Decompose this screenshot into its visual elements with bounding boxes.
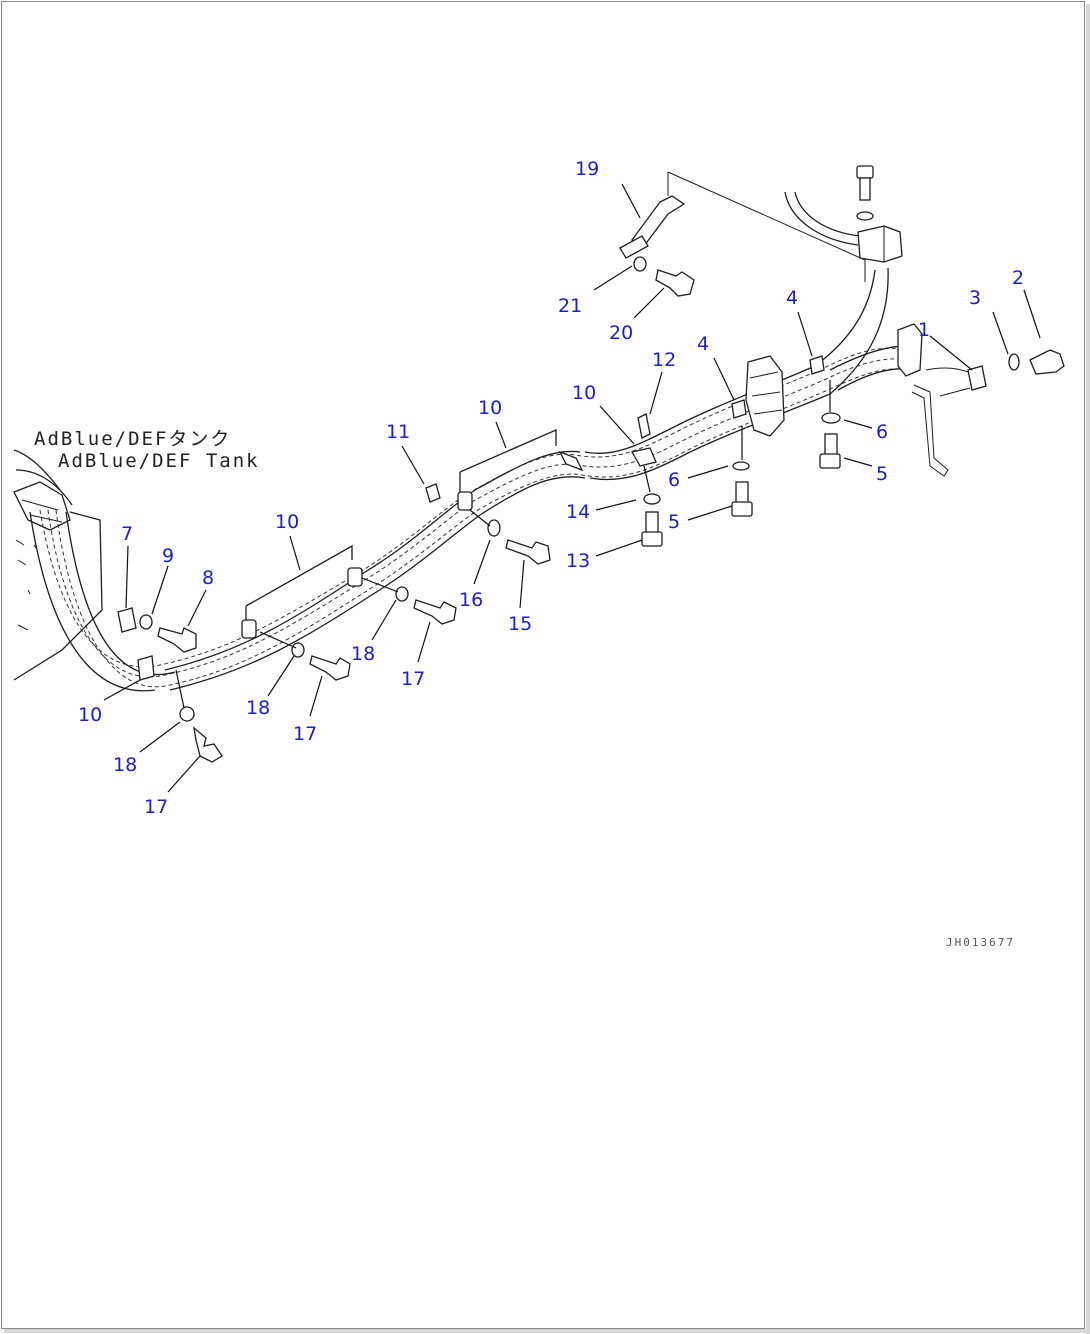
bolt-13 <box>641 493 663 547</box>
tank-label-english: AdBlue/DEF Tank <box>58 450 260 472</box>
callout-8[interactable]: 8 <box>202 567 214 589</box>
clamp-cover-long-1 <box>241 544 363 639</box>
callout-10-middle[interactable]: 10 <box>275 511 299 533</box>
callout-4-upper[interactable]: 4 <box>786 287 798 309</box>
frame-shadow-bottom <box>4 1329 1090 1333</box>
bolt-17-middle <box>291 642 351 681</box>
callout-6-right[interactable]: 6 <box>876 421 888 443</box>
callout-10-upper[interactable]: 10 <box>478 397 502 419</box>
callout-6-left[interactable]: 6 <box>668 469 680 491</box>
clamp-cover-long-2 <box>457 429 584 511</box>
callout-14[interactable]: 14 <box>566 501 590 523</box>
clamp-4 <box>731 355 987 419</box>
grommet-11-12 <box>425 413 651 503</box>
callout-16[interactable]: 16 <box>459 589 483 611</box>
callout-4-lower[interactable]: 4 <box>697 333 709 355</box>
callout-5-right[interactable]: 5 <box>876 463 888 485</box>
drawing-id: JH013677 <box>946 936 1015 949</box>
callout-1[interactable]: 1 <box>918 319 930 341</box>
callout-19[interactable]: 19 <box>575 158 599 180</box>
callout-17-left[interactable]: 17 <box>144 796 168 818</box>
callout-5-left[interactable]: 5 <box>668 511 680 533</box>
connector-block <box>745 225 981 477</box>
top-bolt <box>856 165 874 221</box>
callout-10-right[interactable]: 10 <box>572 382 596 404</box>
bolt-20 <box>633 256 695 297</box>
callout-21[interactable]: 21 <box>558 295 582 317</box>
callout-18-right[interactable]: 18 <box>351 643 375 665</box>
callout-17-middle[interactable]: 17 <box>293 723 317 745</box>
adblue-tank-outline <box>13 449 103 681</box>
bolt-8 <box>117 607 197 653</box>
callout-12[interactable]: 12 <box>652 349 676 371</box>
callout-9[interactable]: 9 <box>162 545 174 567</box>
leader-lines <box>103 183 1041 793</box>
callout-18-middle[interactable]: 18 <box>246 697 270 719</box>
callout-18-left[interactable]: 18 <box>113 754 137 776</box>
callout-15[interactable]: 15 <box>508 613 532 635</box>
clamp-small-10 <box>137 447 657 681</box>
tank-label-japanese: AdBlue/DEFタンク <box>34 428 231 450</box>
bracket-assembly-top <box>619 171 866 282</box>
bolt-17-left <box>179 706 223 763</box>
callout-10-left[interactable]: 10 <box>78 704 102 726</box>
bolt-17-right <box>395 586 457 625</box>
callout-3[interactable]: 3 <box>969 287 981 309</box>
callout-20[interactable]: 20 <box>609 322 633 344</box>
bolt-5-right <box>819 412 841 469</box>
callout-7[interactable]: 7 <box>121 523 133 545</box>
callout-17-right[interactable]: 17 <box>401 668 425 690</box>
bolt-15 <box>487 519 551 565</box>
bolt-2 <box>1008 349 1065 375</box>
frame-shadow-right <box>1086 4 1090 1334</box>
callout-13[interactable]: 13 <box>566 550 590 572</box>
callout-2[interactable]: 2 <box>1012 267 1024 289</box>
callout-11[interactable]: 11 <box>386 421 410 443</box>
bolt-5-left <box>731 461 753 517</box>
